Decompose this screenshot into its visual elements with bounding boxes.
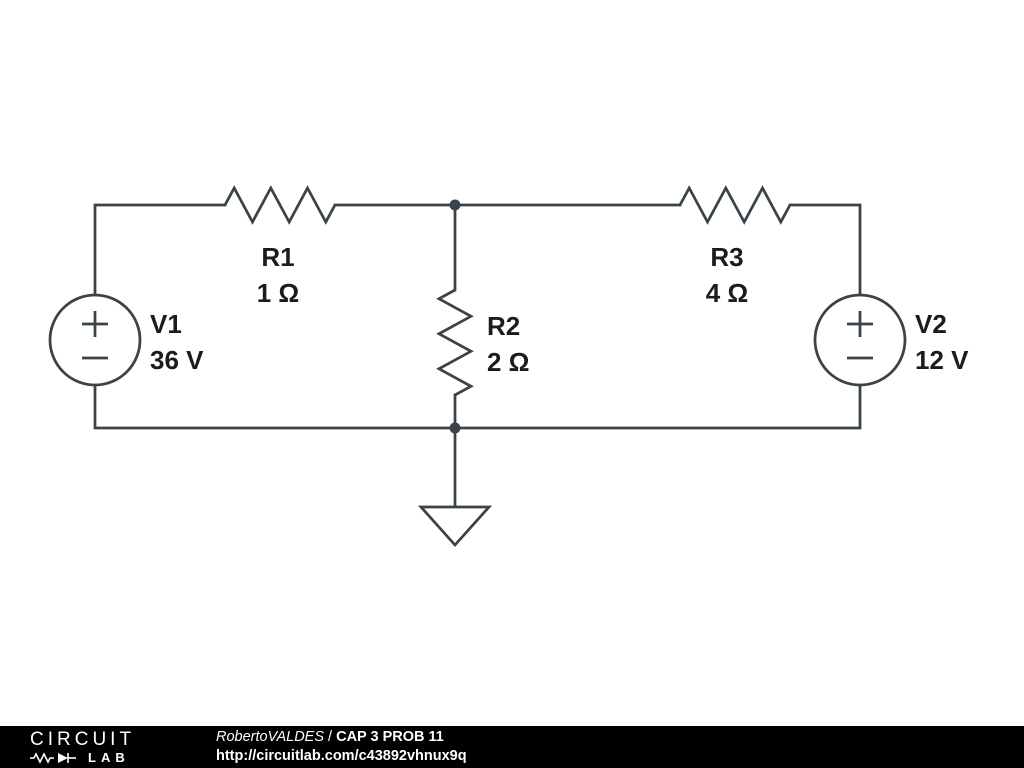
r1-designator: R1 <box>261 242 294 272</box>
v2-value: 12 V <box>915 345 969 375</box>
logo-text-circuit: CIRCUIT <box>30 729 136 750</box>
wire-top-left <box>93 203 227 298</box>
voltage-source-v1[interactable]: V1 36 V <box>48 293 204 387</box>
v2-designator: V2 <box>915 309 947 339</box>
v2-plus-icon <box>847 311 873 337</box>
r1-value: 1 Ω <box>257 278 300 308</box>
schematic-canvas: R1 1 Ω R3 4 Ω R2 2 Ω <box>48 185 969 548</box>
author-name: RobertoVALDES <box>216 729 325 745</box>
resistor-r1[interactable]: R1 1 Ω <box>223 185 337 308</box>
resistor-r2-zigzag <box>436 288 474 397</box>
project-title: CAP 3 PROB 11 <box>336 729 444 745</box>
v1-value: 36 V <box>150 345 204 375</box>
r3-value: 4 Ω <box>706 278 749 308</box>
credit-separator: / <box>324 729 337 745</box>
r2-value: 2 Ω <box>487 347 530 377</box>
node-dot-top <box>449 199 461 211</box>
share-url[interactable]: http://circuitlab.com/c43892vhnux9q <box>216 748 467 764</box>
circuit-schematic: R1 1 Ω R3 4 Ω R2 2 Ω <box>48 185 969 548</box>
wire-top-right <box>788 203 862 298</box>
v1-designator: V1 <box>150 309 182 339</box>
ground-symbol[interactable] <box>417 428 493 548</box>
footer-bar: CIRCUIT LAB RobertoVALDES / CAP 3 PROB 1… <box>0 726 1024 768</box>
node-dot-bottom <box>449 422 461 434</box>
voltage-source-v2[interactable]: V2 12 V <box>813 293 969 387</box>
ground-triangle <box>417 505 493 548</box>
resistor-r2[interactable]: R2 2 Ω <box>436 288 530 397</box>
circuitlab-logo: CIRCUIT LAB <box>30 730 200 764</box>
credit-line: RobertoVALDES / CAP 3 PROB 11 <box>216 728 467 747</box>
v2-body <box>813 293 907 387</box>
r2-designator: R2 <box>487 311 520 341</box>
logo-waveform-icon <box>30 751 76 764</box>
logo-text-lab: LAB <box>88 750 130 765</box>
wire-bottom <box>93 382 862 430</box>
v1-body <box>48 293 142 387</box>
footer-credit: RobertoVALDES / CAP 3 PROB 11 http://cir… <box>216 728 467 766</box>
v1-plus-icon <box>82 311 108 337</box>
resistor-r1-zigzag <box>223 185 337 225</box>
resistor-r3[interactable]: R3 4 Ω <box>678 185 792 308</box>
r3-designator: R3 <box>710 242 743 272</box>
resistor-r3-zigzag <box>678 185 792 225</box>
